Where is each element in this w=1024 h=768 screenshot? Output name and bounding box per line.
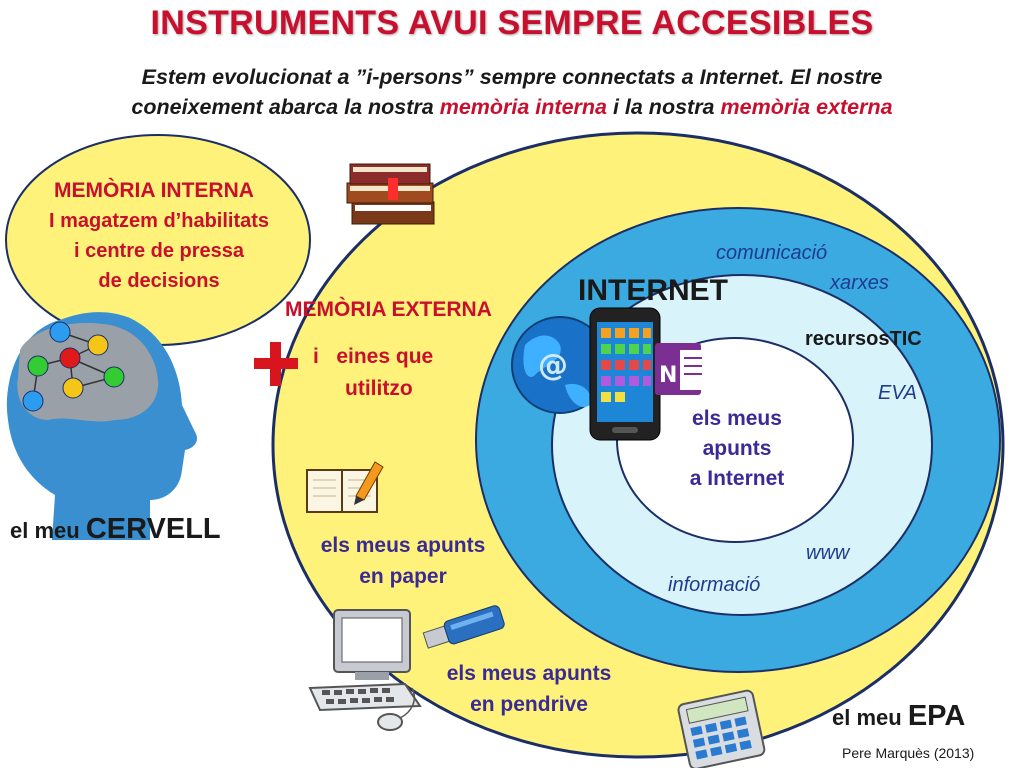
smartphone-icon [589,307,661,441]
ring-word-comunicacio: comunicació [716,242,828,264]
epa-label-prefix: el meu [832,705,908,730]
page-title: INSTRUMENTS AVUI SEMPRE ACCESIBLES [150,4,874,42]
paper-notes-line-1: els meus apunts [320,534,486,557]
external-memory-link-text: memòria externa [720,95,893,119]
pendrive-notes-line-1: els meus apunts [446,662,612,685]
center-line-2: apunts [702,437,772,460]
ring-word-www: www [806,542,850,564]
external-memory-line-2: utilitzo [345,377,413,400]
epa-label: el meu EPA [832,700,965,733]
brain-label: el meu CERVELL [10,513,221,546]
internal-memory-line-1: I magatzem d’habilitats [48,210,270,232]
epa-label-name: EPA [907,700,966,732]
notebook-pencil-icon [306,461,384,513]
center-line-1: els meus [692,407,782,430]
svg-text:N: N [659,363,677,388]
usb-pendrive-icon [422,605,505,649]
subtitle: Estem evolucionat a ”i-persons” sempre c… [20,62,1004,122]
books-icon [346,163,435,225]
paper-notes-line-2: en paper [359,565,447,588]
ring-word-xarxes: xarxes [830,272,889,294]
onenote-icon: N [655,343,706,395]
author-credit: Pere Marquès (2013) [842,745,975,761]
paper-notes-text: els meus apunts en paper [296,530,510,592]
ring-word-informacio: informació [668,574,761,596]
pendrive-notes-line-2: en pendrive [470,693,588,716]
subtitle-line-2-part-a: coneixement abarca la nostra [131,95,440,119]
internet-label: INTERNET [578,274,728,307]
center-line-3: a Internet [689,467,785,490]
plus-icon [254,342,298,386]
internal-memory-heading: MEMÒRIA INTERNA [54,179,254,202]
computer-icon [308,609,422,731]
calculator-icon [677,689,766,768]
subtitle-line-1: Estem evolucionat a ”i-persons” sempre c… [141,65,883,89]
subtitle-line-2-part-c: i la nostra [606,95,721,119]
external-memory-line-1: i eines que [313,345,434,368]
globe-icon: @ [511,316,609,414]
ring-word-eva: EVA [878,382,917,404]
subtitle-line-2: coneixement abarca la nostra memòria int… [20,92,1004,122]
center-text: els meus apunts a Internet [662,404,812,494]
svg-text:@: @ [538,348,568,383]
pendrive-notes-text: els meus apunts en pendrive [422,658,636,720]
internal-memory-line-3: de decisions [98,270,220,292]
ring-word-recursos: recursosTIC [805,328,922,350]
brain-label-name: CERVELL [85,513,221,545]
internal-memory-link-text: memòria interna [439,95,607,119]
brain-head-icon [6,312,197,540]
internal-memory-text: MEMÒRIA INTERNA I magatzem d’habilitats … [14,176,304,296]
brain-label-prefix: el meu [10,518,86,543]
external-memory-heading: MEMÒRIA EXTERNA [285,298,492,321]
internal-memory-line-2: i centre de pressa [73,240,245,262]
